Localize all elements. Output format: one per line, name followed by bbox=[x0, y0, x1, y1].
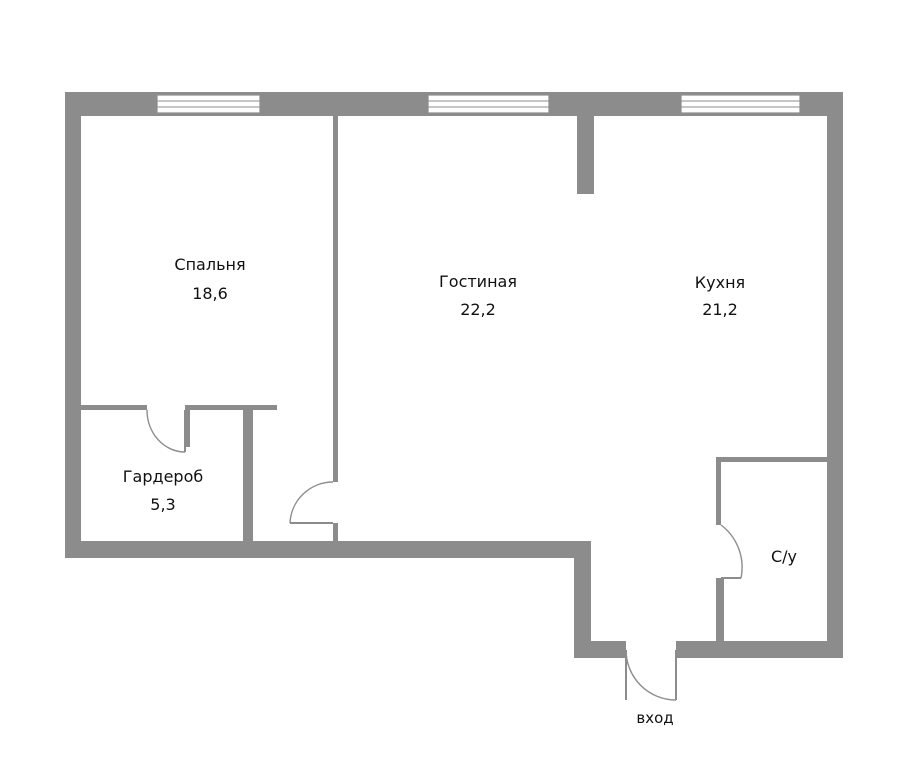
door-wardrobe bbox=[146, 409, 186, 453]
living-label: Гостиная bbox=[439, 272, 517, 291]
window-bedroom bbox=[156, 94, 261, 114]
wall-bathroom-left-upper bbox=[716, 457, 721, 525]
bedroom-label: Спальня bbox=[174, 255, 245, 274]
door-bedroom bbox=[289, 481, 334, 524]
window-living bbox=[427, 94, 550, 114]
wall-wardrobe-right bbox=[243, 405, 248, 541]
interior-walls bbox=[81, 116, 827, 641]
room-labels: Спальня 18,6 Гостиная 22,2 Кухня 21,2 Га… bbox=[123, 255, 797, 727]
wall-right bbox=[827, 92, 843, 658]
door-entrance bbox=[625, 649, 677, 701]
living-area: 22,2 bbox=[460, 300, 496, 319]
door-bathroom bbox=[720, 524, 743, 579]
wall-bedroom-living bbox=[333, 116, 338, 482]
exterior-walls bbox=[65, 92, 843, 658]
wall-corridor-stub bbox=[248, 405, 253, 541]
kitchen-pillar bbox=[577, 116, 594, 194]
entrance-label: вход bbox=[636, 709, 673, 727]
wall-bathroom-top bbox=[716, 457, 827, 462]
wall-step bbox=[574, 541, 591, 658]
wall-bottom-entry-left bbox=[574, 641, 626, 658]
bathroom-label: С/у bbox=[771, 547, 797, 566]
wall-wardrobe-top-left bbox=[81, 405, 147, 410]
bedroom-area: 18,6 bbox=[192, 284, 228, 303]
wardrobe-label: Гардероб bbox=[123, 467, 203, 486]
wall-wardrobe-top-right bbox=[190, 405, 277, 410]
wall-left bbox=[65, 92, 81, 558]
windows bbox=[156, 94, 801, 114]
window-kitchen bbox=[680, 94, 801, 114]
kitchen-area: 21,2 bbox=[702, 300, 738, 319]
wall-bedroom-living-lower bbox=[333, 523, 338, 541]
wall-bathroom-left-lower bbox=[716, 578, 721, 641]
wardrobe-door-jamb bbox=[185, 405, 190, 447]
wall-bathroom-left-inner bbox=[721, 578, 724, 641]
wall-bottom-left bbox=[65, 541, 591, 558]
kitchen-label: Кухня bbox=[695, 273, 745, 292]
wall-bottom-entry-right bbox=[676, 641, 843, 658]
doors bbox=[146, 409, 743, 701]
wardrobe-area: 5,3 bbox=[150, 495, 175, 514]
